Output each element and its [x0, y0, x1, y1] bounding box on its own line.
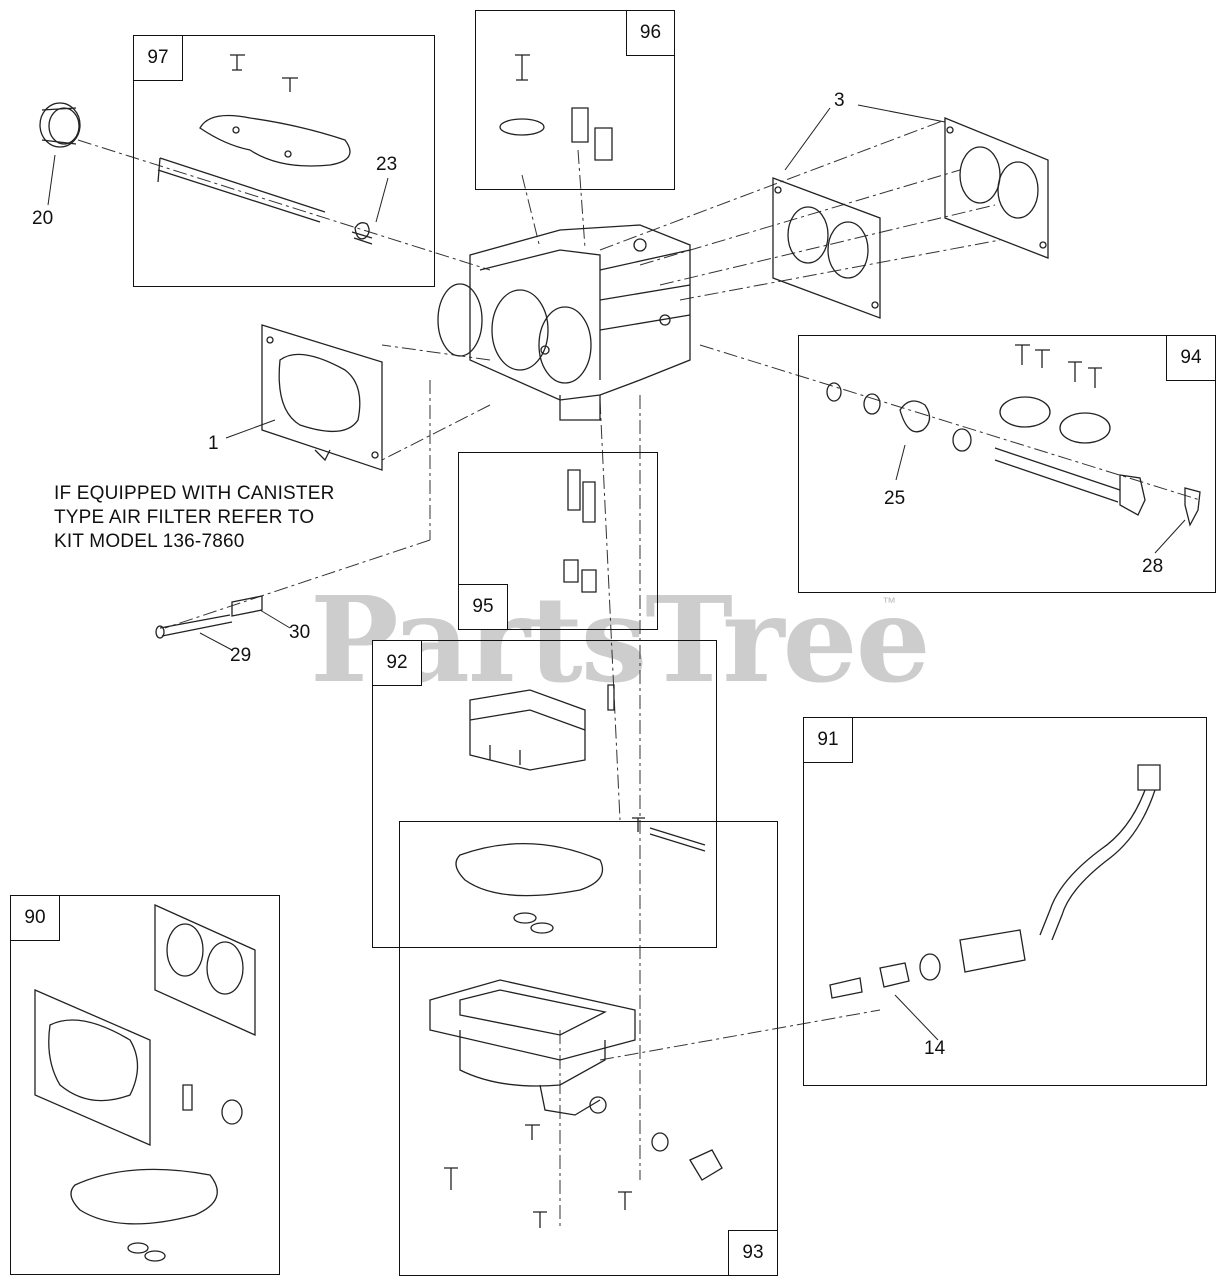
canister-filter-note: IF EQUIPPED WITH CANISTER TYPE AIR FILTE… — [54, 482, 335, 554]
part-92-contents — [469, 684, 706, 852]
callout-3[interactable]: 3 — [834, 90, 845, 111]
assembly-lines — [77, 119, 1201, 1230]
carburetor-body — [437, 224, 691, 421]
part-93-contents — [429, 842, 723, 1228]
callout-14[interactable]: 14 — [924, 1038, 946, 1059]
leader-lines — [47, 104, 1186, 1041]
kit-box-95 — [458, 452, 658, 630]
callout-29[interactable]: 29 — [230, 645, 252, 666]
kit-box-97 — [133, 35, 435, 287]
callout-25[interactable]: 25 — [884, 488, 906, 509]
kit-box-96 — [475, 10, 675, 190]
callout-28[interactable]: 28 — [1142, 556, 1164, 577]
kit-number-94[interactable]: 94 — [1166, 335, 1216, 381]
kit-number-96[interactable]: 96 — [626, 10, 675, 56]
kit-number-91[interactable]: 91 — [803, 717, 853, 763]
part-94-contents — [826, 344, 1201, 527]
trademark-symbol: ™ — [882, 594, 896, 610]
callout-1[interactable]: 1 — [208, 433, 219, 454]
part-1-gasket — [261, 324, 383, 471]
kit-number-97[interactable]: 97 — [133, 35, 183, 81]
note-line-2: TYPE AIR FILTER REFER TO — [54, 507, 315, 528]
kit-number-93[interactable]: 93 — [728, 1230, 778, 1276]
kit-number-92[interactable]: 92 — [372, 640, 422, 686]
part-90-contents — [34, 903, 256, 1262]
part-91-contents — [829, 764, 1161, 999]
part-29-30-screw — [155, 595, 263, 639]
callout-30[interactable]: 30 — [289, 622, 311, 643]
part-97-contents — [157, 54, 373, 245]
kit-box-91 — [803, 717, 1207, 1086]
note-line-3: KIT MODEL 136-7860 — [54, 531, 245, 552]
kit-number-90[interactable]: 90 — [10, 895, 60, 941]
callout-20[interactable]: 20 — [32, 208, 54, 229]
note-line-1: IF EQUIPPED WITH CANISTER — [54, 483, 335, 504]
kit-box-94 — [798, 335, 1216, 593]
kit-box-93 — [399, 821, 778, 1276]
kit-box-92 — [372, 640, 717, 948]
part-96-contents — [499, 54, 613, 161]
part-95-contents — [563, 469, 597, 593]
kit-box-90 — [10, 895, 280, 1275]
part-20-cap — [39, 102, 81, 148]
callout-23[interactable]: 23 — [376, 154, 398, 175]
part-3-gaskets — [772, 117, 1049, 319]
kit-number-95[interactable]: 95 — [458, 584, 508, 630]
